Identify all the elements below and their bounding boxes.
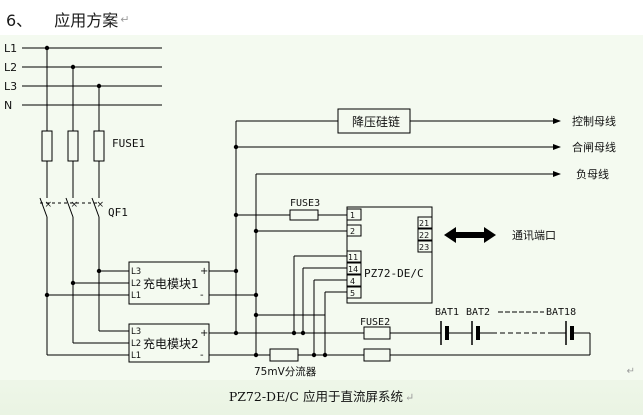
pin-21: 21 [419, 219, 429, 228]
qf1-label: QF1 [108, 206, 128, 219]
load-bus-label: 负母线 [576, 167, 609, 181]
fuse1-element-b [67, 130, 79, 162]
pin-23: 23 [419, 243, 429, 252]
charger2-input-l2: L2 [131, 339, 141, 349]
section-title: 应用方案 [54, 11, 119, 30]
battery-label-bat2: BAT2 [466, 307, 490, 318]
fuse2-element-b [363, 348, 391, 362]
fuse3-label: FUSE3 [290, 198, 320, 209]
positive-bus-junctions [233, 144, 239, 336]
paragraph-mark-icon: ↵ [120, 12, 130, 26]
negative-bus-junctions [253, 228, 259, 358]
pin-11: 11 [348, 253, 358, 262]
battery-label-bat18: BAT18 [546, 307, 576, 318]
battery-label-bat1: BAT1 [435, 307, 459, 318]
ac-bus-lines [22, 47, 162, 106]
charger-module-2 [128, 323, 210, 363]
phase-feeders [39, 48, 105, 355]
corner-paragraph-mark-icon: ↵ [626, 366, 635, 377]
wiring-diagram: L1 L2 L3 N [4, 42, 616, 378]
charger2-label: 充电模块2 [143, 336, 199, 351]
pin-4: 4 [350, 277, 355, 286]
breaker-marks: × × × [45, 200, 105, 210]
charger-module-1 [128, 261, 210, 305]
charger1-plus: + [200, 266, 208, 277]
bus-label-l3: L3 [4, 80, 17, 93]
charger1-minus: - [200, 290, 204, 301]
charger2-input-l3: L3 [131, 327, 141, 337]
fuse1-element-a [41, 130, 53, 162]
sense-wires [256, 255, 347, 355]
charger1-feeds [47, 270, 129, 296]
closing-bus-label: 合闸母线 [572, 140, 616, 154]
wiring-diagram-panel: L1 L2 L3 N [0, 35, 643, 380]
figure-caption: PZ72-DE/C 应用于直流屏系统↵ [0, 386, 643, 405]
shunt-element [269, 348, 299, 362]
fuse2-label: FUSE2 [360, 317, 390, 328]
fuse2-element-a [363, 326, 391, 340]
section-number: 6、 [6, 11, 33, 30]
charger2-feeds [47, 330, 129, 356]
charger1-input-l2: L2 [131, 279, 141, 289]
svg-text:×: × [45, 200, 53, 210]
battery-string [440, 321, 578, 345]
comm-port-arrow [444, 227, 496, 243]
svg-text:×: × [71, 200, 79, 210]
pin-5: 5 [350, 289, 355, 298]
pin-2: 2 [350, 227, 355, 236]
pin-22: 22 [419, 231, 429, 240]
charger1-feed-junctions [44, 268, 102, 298]
charger2-plus: + [200, 328, 208, 339]
section-heading: 6、 应用方案 ↵ [6, 7, 129, 31]
fuse1-element-c [93, 130, 105, 162]
charger1-input-l3: L3 [131, 267, 141, 277]
figure-caption-text: PZ72-DE/C 应用于直流屏系统 [228, 389, 403, 404]
breaker-contact [65, 197, 74, 218]
control-bus-label: 控制母线 [572, 114, 616, 128]
pin-1: 1 [350, 211, 355, 220]
caption-paragraph-mark-icon: ↵ [404, 391, 415, 404]
breaker-contact [39, 197, 48, 218]
negative-bus [209, 171, 591, 356]
step-down-label: 降压硅链 [352, 114, 400, 129]
bus-label-l1: L1 [4, 42, 17, 55]
fuse3-element [289, 209, 319, 221]
charger1-label: 充电模块1 [143, 276, 199, 291]
controller-label: PZ72-DE/C [364, 267, 424, 280]
bus-label-l2: L2 [4, 61, 17, 74]
comm-port-label: 通讯端口 [512, 229, 556, 242]
step-down-silicon-chain [337, 108, 411, 134]
sense-junctions [253, 312, 328, 358]
breaker-contact [91, 197, 100, 218]
pin-14: 14 [348, 265, 358, 274]
charger2-input-l1: L1 [131, 351, 141, 361]
fuse1-label: FUSE1 [112, 137, 145, 150]
charger1-input-l1: L1 [131, 291, 141, 301]
shunt-label: 75mV分流器 [254, 365, 317, 378]
svg-text:×: × [97, 200, 105, 210]
bus-label-n: N [4, 99, 12, 112]
charger2-minus: - [200, 350, 204, 361]
